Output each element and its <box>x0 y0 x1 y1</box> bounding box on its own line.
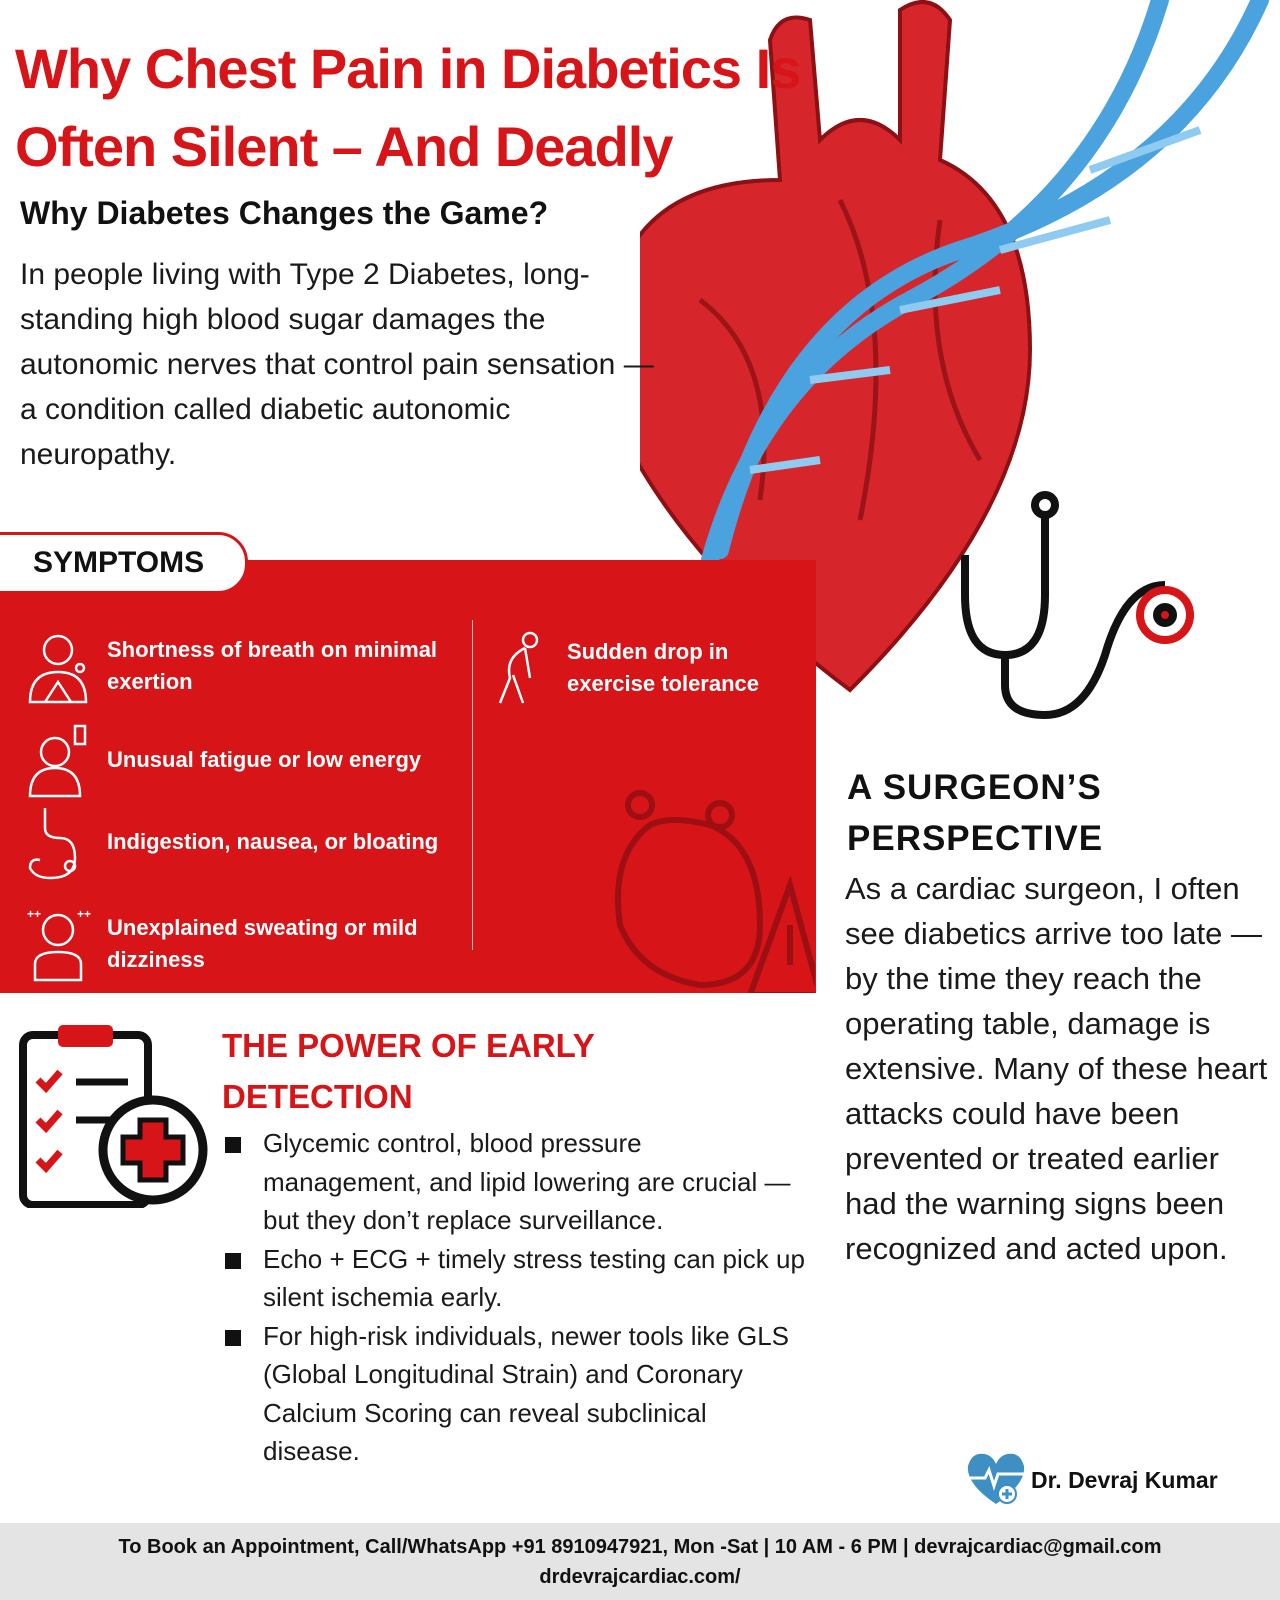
symptoms-tab: SYMPTOMS <box>0 532 248 594</box>
surgeon-heading: A SURGEON’S PERSPECTIVE <box>847 768 1104 858</box>
footer-website-link[interactable]: drdevrajcardiac.com/ <box>539 1566 741 1588</box>
heart-pulse-logo-icon <box>967 1453 1025 1504</box>
brand-name: Dr. Devraj Kumar <box>1031 1466 1218 1493</box>
exhausted-runner-icon <box>498 631 539 704</box>
page-title: Why Chest Pain in Diabetics Is Often Sil… <box>15 37 801 178</box>
footer-contact: To Book an Appointment, Call/WhatsApp +9… <box>118 1536 1162 1558</box>
brand-logo: Dr. Devraj Kumar <box>965 1452 1218 1508</box>
heart-dna-illustration <box>640 0 1269 720</box>
symptoms-panel <box>0 560 816 993</box>
intro-text: In people living with Type 2 Diabetes, l… <box>20 258 654 471</box>
sweating-person-icon: ++ ++ <box>27 907 91 982</box>
detection-list: Glycemic control, blood pressure managem… <box>225 1124 805 1471</box>
tired-person-icon <box>28 724 87 798</box>
svg-text:++: ++ <box>27 907 41 921</box>
symptom-item: Unusual fatigue or low energy <box>25 722 465 798</box>
stomach-icon <box>28 808 77 880</box>
footer: To Book an Appointment, Call/WhatsApp +9… <box>0 1523 1280 1600</box>
intro-heading: Why Diabetes Changes the Game? <box>20 195 549 231</box>
svg-text:++: ++ <box>77 907 91 921</box>
divider <box>472 620 473 950</box>
clipboard-medical-icon <box>19 1025 208 1208</box>
list-item: Glycemic control, blood pressure managem… <box>225 1124 805 1240</box>
symptom-item: Shortness of breath on minimal exertion <box>25 628 445 704</box>
surgeon-text: As a cardiac surgeon, I often see diabet… <box>845 871 1268 1266</box>
list-item: For high-risk individuals, newer tools l… <box>225 1317 805 1471</box>
list-item: Echo + ECG + timely stress testing can p… <box>225 1240 805 1317</box>
symptom-item: Sudden drop in exercise tolerance <box>485 630 805 706</box>
detection-heading: THE POWER OF EARLY DETECTION <box>222 1027 595 1115</box>
heart-warning-icon <box>615 790 815 993</box>
symptom-item: Indigestion, nausea, or bloating <box>25 804 445 880</box>
breathless-person-icon <box>28 634 88 704</box>
symptom-item: ++++ Unexplained sweating or mild dizzin… <box>25 906 445 982</box>
